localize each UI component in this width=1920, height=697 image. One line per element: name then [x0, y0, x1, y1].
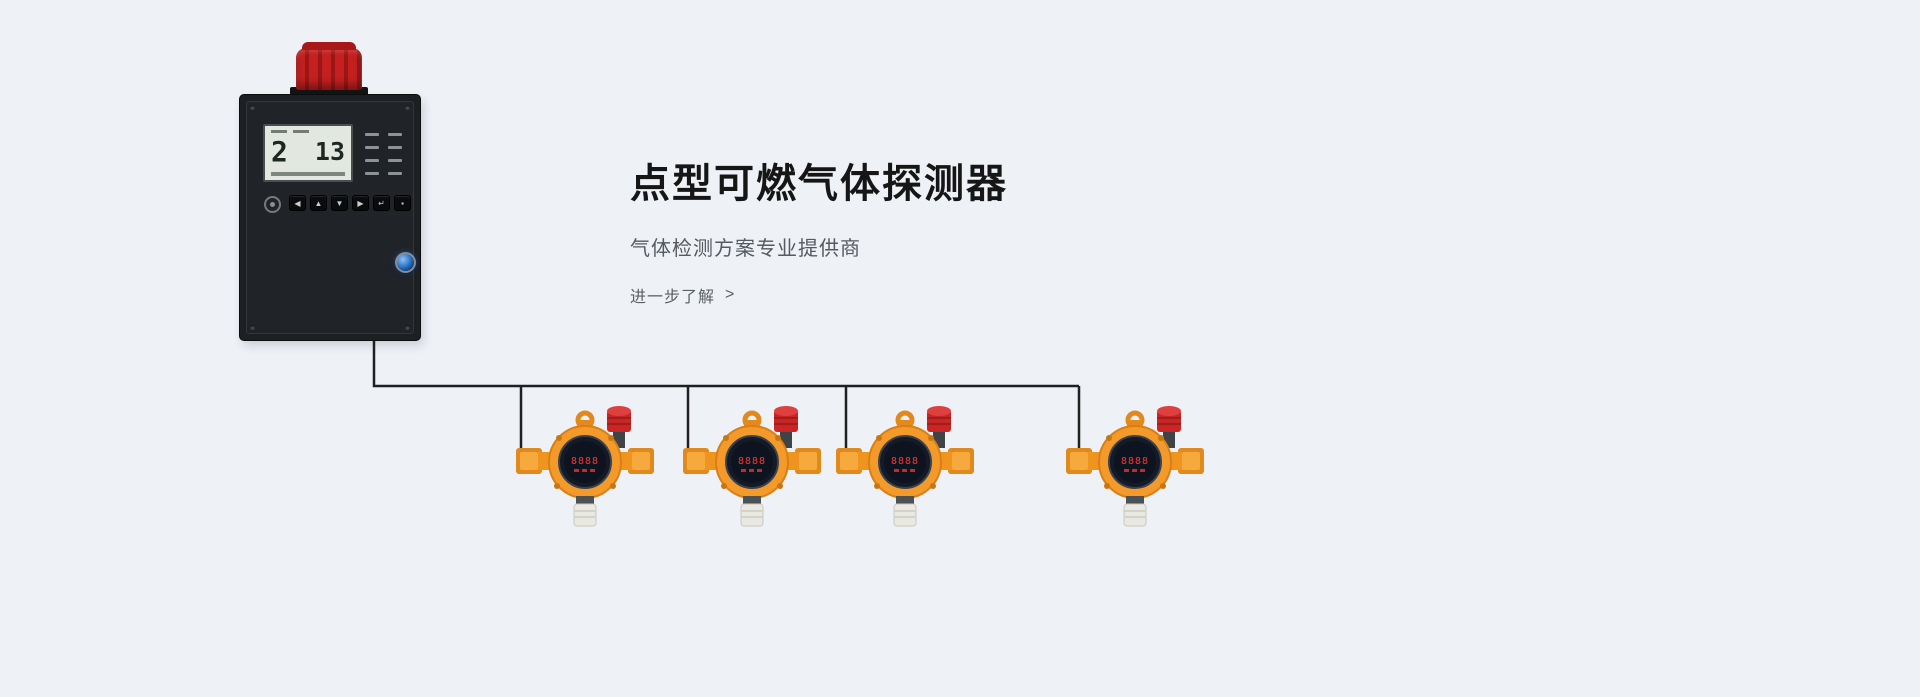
lcd-reading-value: 13: [314, 137, 345, 166]
gas-detector: 8888: [1060, 400, 1210, 530]
detector-alarm-lamp-icon: [607, 410, 631, 432]
sensor-probe: [573, 503, 597, 527]
panel-down-button: ▼: [331, 195, 348, 211]
page-title: 点型可燃气体探测器: [630, 162, 1008, 206]
detector-alarm-lamp-icon: [927, 410, 951, 432]
screw-icon: [405, 325, 410, 330]
screw-icon: [250, 105, 255, 110]
sensor-probe: [893, 503, 917, 527]
lcd-micro-labels: [271, 130, 345, 133]
screw-icon: [405, 105, 410, 110]
learn-more-link[interactable]: 进一步了解 >: [630, 283, 735, 307]
controller-front-face: 2 13 ◀ ▲ ▼ ▶ ↵ ▪: [246, 101, 416, 334]
gas-detector: 8888: [830, 400, 980, 530]
page-subtitle: 气体检测方案专业提供商: [630, 238, 861, 260]
detector-display-value: 8888: [891, 456, 919, 467]
panel-right-button: ▶: [352, 195, 369, 211]
beacon-base: [290, 87, 368, 97]
sensor-neck: [743, 496, 761, 505]
lcd-micro-text: [271, 172, 345, 176]
chevron-right-icon: >: [725, 286, 736, 303]
lcd-channel-value: 2: [271, 134, 288, 168]
gas-detector: 8888: [510, 400, 660, 530]
status-indicators: [361, 126, 409, 182]
sensor-neck: [1126, 496, 1144, 505]
detector-display-value: 8888: [571, 456, 599, 467]
controller-lcd: 2 13: [263, 124, 353, 182]
detector-display-value: 8888: [738, 456, 766, 467]
screw-icon: [250, 325, 255, 330]
sensor-neck: [896, 496, 914, 505]
hero-text-block: 点型可燃气体探测器 气体检测方案专业提供商 进一步了解 >: [630, 160, 1330, 307]
detector-alarm-lamp-icon: [1157, 410, 1181, 432]
alarm-beacon: [296, 42, 362, 90]
buzzer-icon: [264, 196, 281, 213]
sensor-probe: [740, 503, 764, 527]
panel-left-button: ◀: [289, 195, 306, 211]
detector-alarm-lamp-icon: [774, 410, 798, 432]
panel-power-button: [395, 252, 416, 273]
panel-up-button: ▲: [310, 195, 327, 211]
learn-more-label: 进一步了解: [630, 289, 716, 306]
panel-enter-button: ↵: [373, 195, 390, 211]
sensor-neck: [576, 496, 594, 505]
gas-alarm-controller: 2 13 ◀ ▲ ▼ ▶ ↵ ▪: [240, 95, 420, 340]
sensor-probe: [1123, 503, 1147, 527]
panel-menu-button: ▪: [394, 195, 411, 211]
controller-keypad: ◀ ▲ ▼ ▶ ↵ ▪: [289, 195, 411, 211]
gas-detector: 8888: [677, 400, 827, 530]
detector-display-value: 8888: [1121, 456, 1149, 467]
